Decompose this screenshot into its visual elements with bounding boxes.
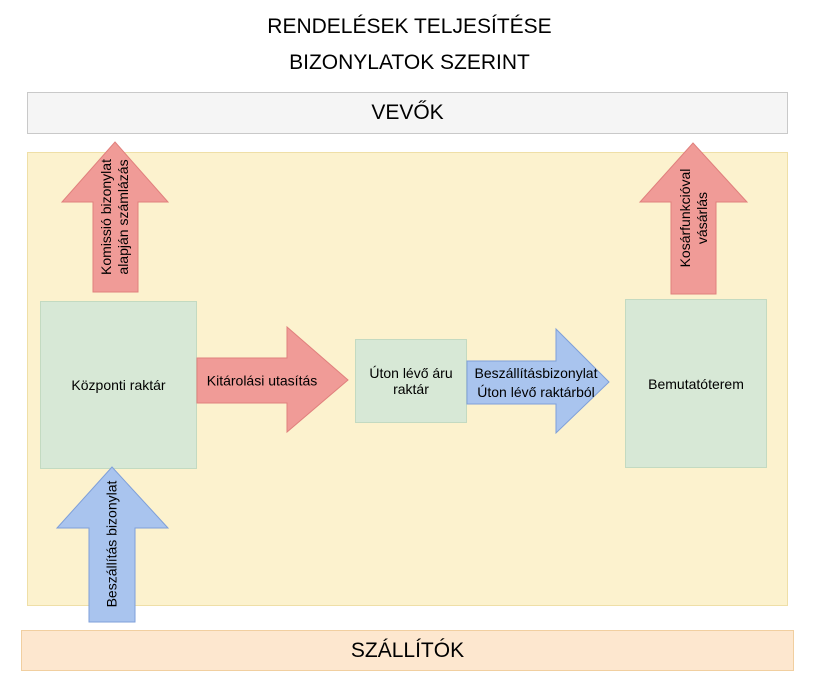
- inbound-from-transit-arrow-label: Beszállításbizonylat Úton lévő raktárból: [474, 365, 598, 400]
- outbound-instruction-arrow: [196, 325, 349, 434]
- transit-warehouse-box: Úton lévő áru raktár: [355, 339, 467, 423]
- suppliers-band-label: SZÁLLÍTÓK: [350, 638, 465, 662]
- customers-band: VEVŐK: [27, 92, 788, 134]
- inbound-document-arrow-label: Beszállítás bizonylat: [103, 480, 120, 608]
- showroom-label: Bemutatóterem: [648, 375, 744, 392]
- central-warehouse-label: Központi raktár: [71, 377, 166, 393]
- diagram-title-line1: RENDELÉSEK TELJESÍTÉSE: [267, 15, 552, 38]
- central-warehouse-box: Központi raktár: [40, 301, 197, 469]
- outbound-instruction-arrow-label: Kitárolási utasítás: [206, 372, 318, 389]
- customers-band-label: VEVŐK: [371, 101, 444, 124]
- cart-purchase-arrow: [638, 142, 749, 295]
- diagram-title: RENDELÉSEK TELJESÍTÉSE BIZONYLATOK SZERI…: [0, 9, 819, 81]
- suppliers-band: SZÁLLÍTÓK: [21, 630, 794, 671]
- inbound-from-transit-arrow: [466, 327, 610, 435]
- diagram-title-line2: BIZONYLATOK SZERINT: [289, 51, 530, 74]
- inbound-document-arrow: [55, 466, 170, 623]
- commission-invoice-arrow: [60, 141, 170, 293]
- commission-invoice-arrow-label: Komissió bizonylat alapján számlázás: [98, 159, 131, 275]
- showroom-box: Bemutatóterem: [625, 299, 767, 468]
- transit-warehouse-label: Úton lévő áru raktár: [369, 365, 453, 397]
- cart-purchase-arrow-label: Kosárfunkcióval vásárlás: [677, 168, 710, 268]
